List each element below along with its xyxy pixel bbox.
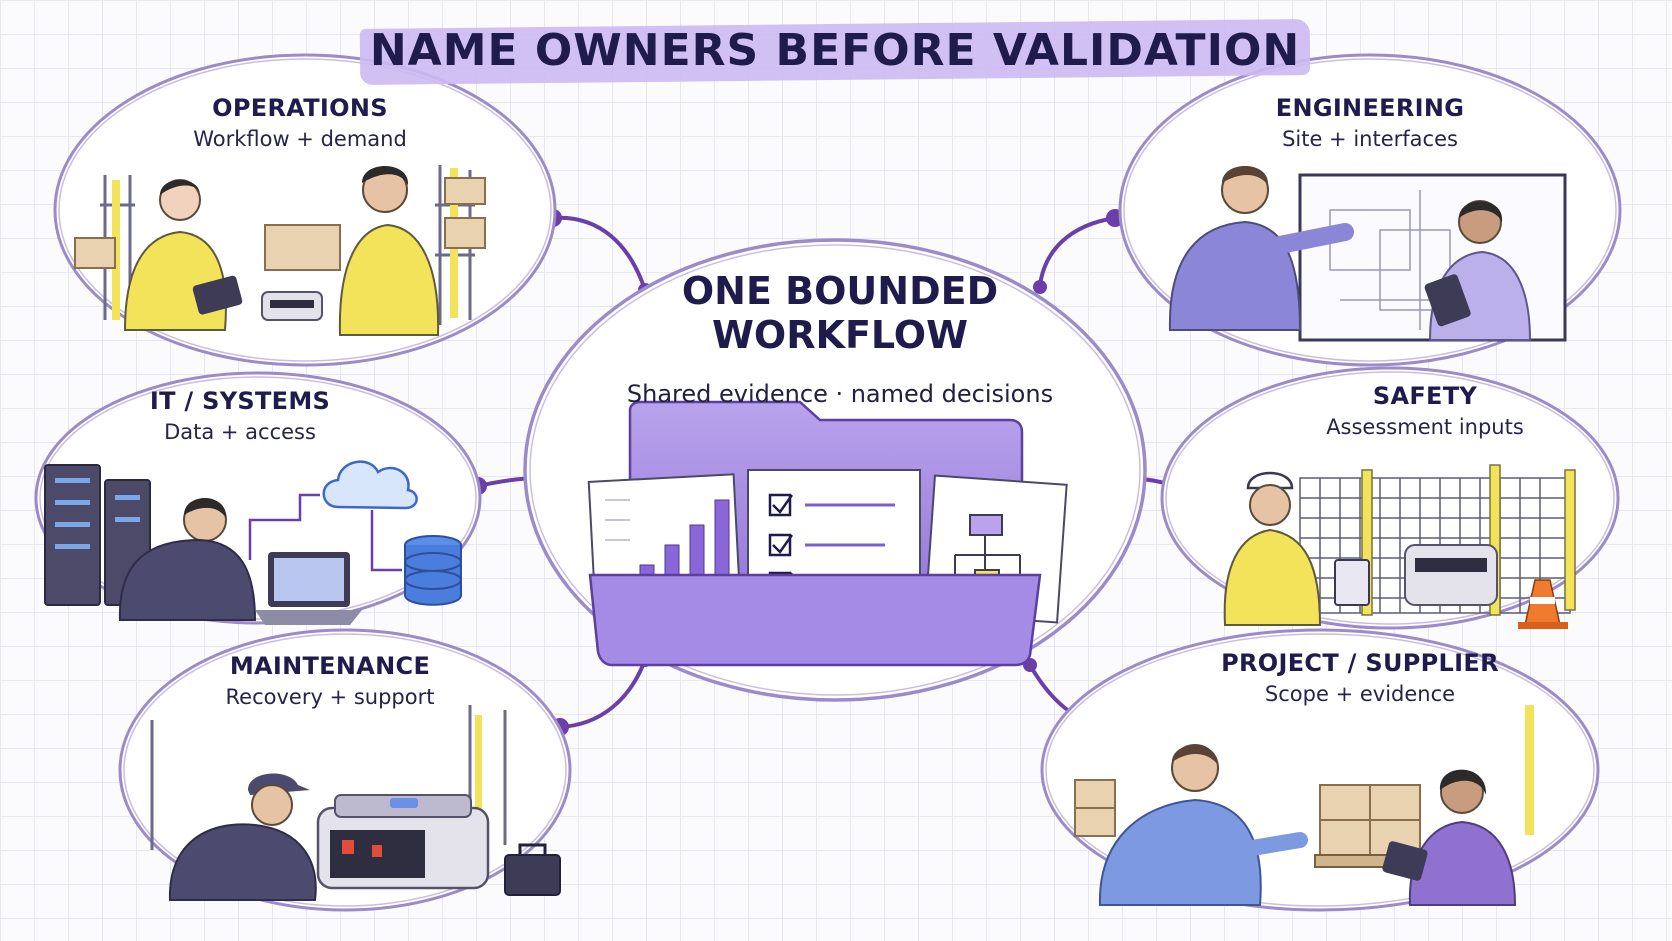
toolbox bbox=[504, 843, 561, 896]
database-icon bbox=[404, 535, 462, 606]
bubble-operations bbox=[53, 53, 557, 367]
owner-title: PROJECT / SUPPLIER bbox=[1221, 649, 1499, 677]
rack-uprights-yellow-maintenance bbox=[475, 715, 482, 835]
owner-subtitle: Assessment inputs bbox=[1326, 414, 1524, 439]
bubble-it-systems bbox=[34, 371, 482, 625]
owner-title: MAINTENANCE bbox=[229, 652, 431, 680]
server-lights bbox=[55, 478, 140, 549]
owner-subtitle: Workflow + demand bbox=[193, 126, 407, 151]
owner-it-systems: IT / SYSTEMS Data + access bbox=[100, 387, 380, 444]
person-it bbox=[118, 498, 257, 621]
bubble-engineering bbox=[1118, 53, 1622, 367]
boxes-supplier bbox=[1074, 779, 1421, 856]
owner-operations: OPERATIONS Workflow + demand bbox=[160, 94, 440, 151]
owner-title: IT / SYSTEMS bbox=[149, 387, 331, 415]
folder-front bbox=[588, 573, 1042, 667]
bubble-safety bbox=[1160, 366, 1620, 630]
person-engineer-male bbox=[1168, 165, 1354, 331]
traffic-cone bbox=[1518, 579, 1568, 629]
owner-subtitle: Recovery + support bbox=[225, 684, 435, 709]
owner-subtitle: Data + access bbox=[164, 419, 316, 444]
connector-operations bbox=[551, 215, 647, 292]
person-supplier-male bbox=[1098, 744, 1308, 906]
center-title: ONE BOUNDED WORKFLOW bbox=[590, 269, 1090, 357]
center-title-line2: WORKFLOW bbox=[712, 312, 968, 357]
flow-arrows bbox=[248, 493, 402, 572]
center-title-line1: ONE BOUNDED bbox=[681, 269, 999, 313]
owner-safety: SAFETY Assessment inputs bbox=[1285, 382, 1565, 439]
robot-safety bbox=[1404, 544, 1498, 606]
person-engineer-female bbox=[1424, 200, 1532, 341]
laptop bbox=[255, 552, 362, 625]
owner-title: ENGINEERING bbox=[1275, 94, 1465, 122]
fence-posts-yellow bbox=[1361, 464, 1576, 616]
person-safety bbox=[1223, 471, 1370, 626]
connector-engineering bbox=[1038, 216, 1117, 287]
owner-title: OPERATIONS bbox=[212, 94, 388, 122]
bubble-maintenance bbox=[118, 628, 572, 912]
owner-engineering: ENGINEERING Site + interfaces bbox=[1230, 94, 1510, 151]
owner-project-supplier: PROJECT / SUPPLIER Scope + evidence bbox=[1190, 649, 1530, 706]
person-left-operations bbox=[123, 179, 243, 331]
robot-maintenance bbox=[316, 794, 490, 890]
owner-maintenance: MAINTENANCE Recovery + support bbox=[190, 652, 470, 709]
owner-title: SAFETY bbox=[1372, 382, 1478, 410]
rack-uprights-yellow-supplier bbox=[1525, 705, 1534, 835]
person-right-operations bbox=[338, 165, 440, 336]
robot-operations bbox=[261, 291, 323, 321]
owner-subtitle: Site + interfaces bbox=[1282, 126, 1458, 151]
bubble-project-supplier bbox=[1040, 628, 1600, 912]
page-title: NAME OWNERS BEFORE VALIDATION bbox=[369, 24, 1301, 76]
connector-maintenance bbox=[558, 658, 647, 729]
owner-subtitle: Scope + evidence bbox=[1264, 681, 1456, 706]
boxes bbox=[74, 177, 486, 271]
title-banner: NAME OWNERS BEFORE VALIDATION bbox=[340, 10, 1330, 90]
cloud-icon bbox=[322, 460, 418, 510]
person-supplier-female bbox=[1382, 769, 1517, 906]
person-maintenance bbox=[168, 773, 317, 901]
center-subtitle: Shared evidence · named decisions bbox=[626, 380, 1054, 408]
